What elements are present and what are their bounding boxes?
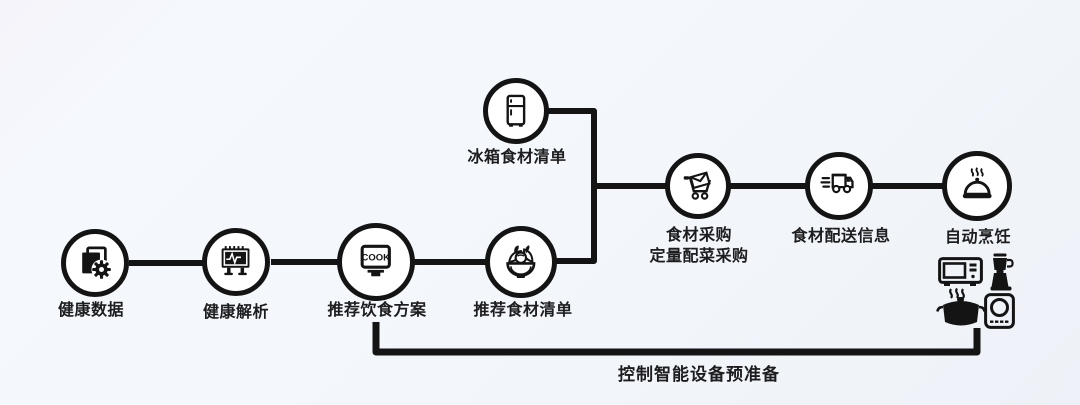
link-fridge-ingredients-merge (547, 108, 597, 264)
node-label-health-analysis: 健康解析 (202, 304, 270, 321)
node-diet-plan: COOK (337, 223, 415, 301)
node-health-data (61, 229, 129, 297)
cook-sign-text: COOK (362, 253, 391, 264)
cook-sign-icon: COOK (360, 245, 392, 277)
node-ingredient-list (485, 226, 557, 298)
node-auto-cooking (942, 151, 1012, 221)
documents-gear-icon (82, 246, 113, 281)
node-label-health-data: 健康数据 (57, 302, 125, 319)
cloche-icon (962, 167, 992, 198)
induction-cooker-icon (984, 293, 1015, 329)
node-health-analysis (202, 228, 270, 296)
node-label-diet-plan: 推荐饮食方案 (327, 302, 427, 319)
ecg-monitor-icon (222, 246, 250, 276)
node-label-ingredient-list: 推荐食材清单 (473, 302, 573, 319)
node-purchase (665, 153, 731, 219)
bottom-caption: 控制智能设备预准备 (618, 365, 780, 384)
delivery-truck-icon (820, 174, 855, 194)
fridge-icon (506, 94, 526, 127)
node-label-auto-cooking: 自动烹饪 (944, 229, 1012, 246)
node-fridge-list (483, 78, 549, 144)
microwave-icon (938, 257, 983, 286)
node-label-purchase: 食材采购 (665, 227, 733, 244)
blender-icon (990, 253, 1014, 291)
link-dietplan-devices (372, 322, 981, 356)
node-label-purchase-line2: 定量配菜采购 (649, 248, 749, 265)
shopping-cart-icon (683, 171, 712, 200)
cooking-pot-icon (936, 288, 986, 326)
salad-bowl-icon (506, 245, 536, 279)
node-delivery (805, 152, 873, 220)
node-label-delivery: 食材配送信息 (791, 228, 891, 245)
node-label-fridge-list: 冰箱食材清单 (467, 149, 567, 166)
